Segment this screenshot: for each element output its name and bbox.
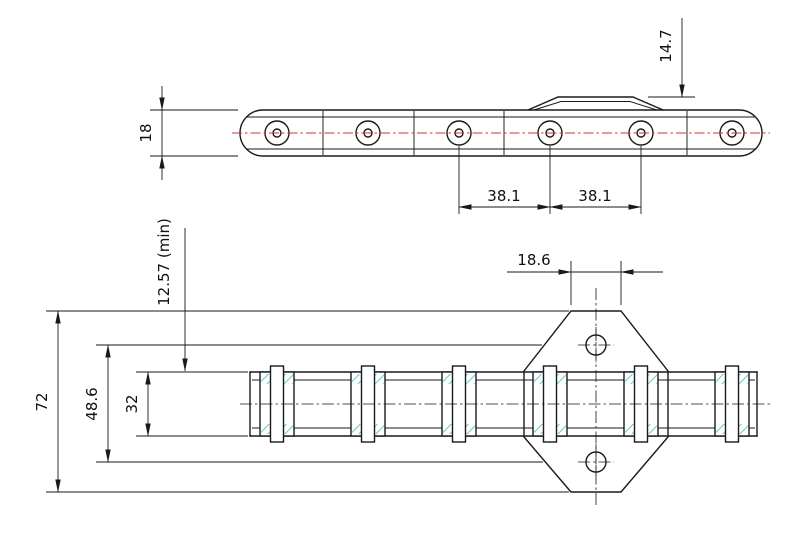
dim-hole-spacing-label: 48.6 [83, 387, 101, 420]
dim-attach-height-label: 14.7 [657, 29, 675, 62]
top-view-dimensions: 18 14.7 38.1 38.1 [137, 18, 695, 214]
side-view [240, 288, 770, 508]
dim-overall-height-label: 72 [33, 392, 51, 411]
dim-pin-length-label: 12.57 (min) [155, 218, 173, 306]
top-view [232, 96, 770, 157]
dim-top-width-label: 18 [137, 123, 155, 142]
dim-plate-height-label: 32 [123, 394, 141, 413]
dim-pitch-a-label: 38.1 [487, 187, 520, 205]
dim-attach-top-width-label: 18.6 [517, 251, 550, 269]
side-view-dimensions: 72 48.6 32 12.57 (min) 18.6 [33, 218, 663, 493]
dim-pitch-b-label: 38.1 [578, 187, 611, 205]
attachment-plate [523, 288, 669, 508]
attachment-plan-profile [527, 96, 664, 111]
